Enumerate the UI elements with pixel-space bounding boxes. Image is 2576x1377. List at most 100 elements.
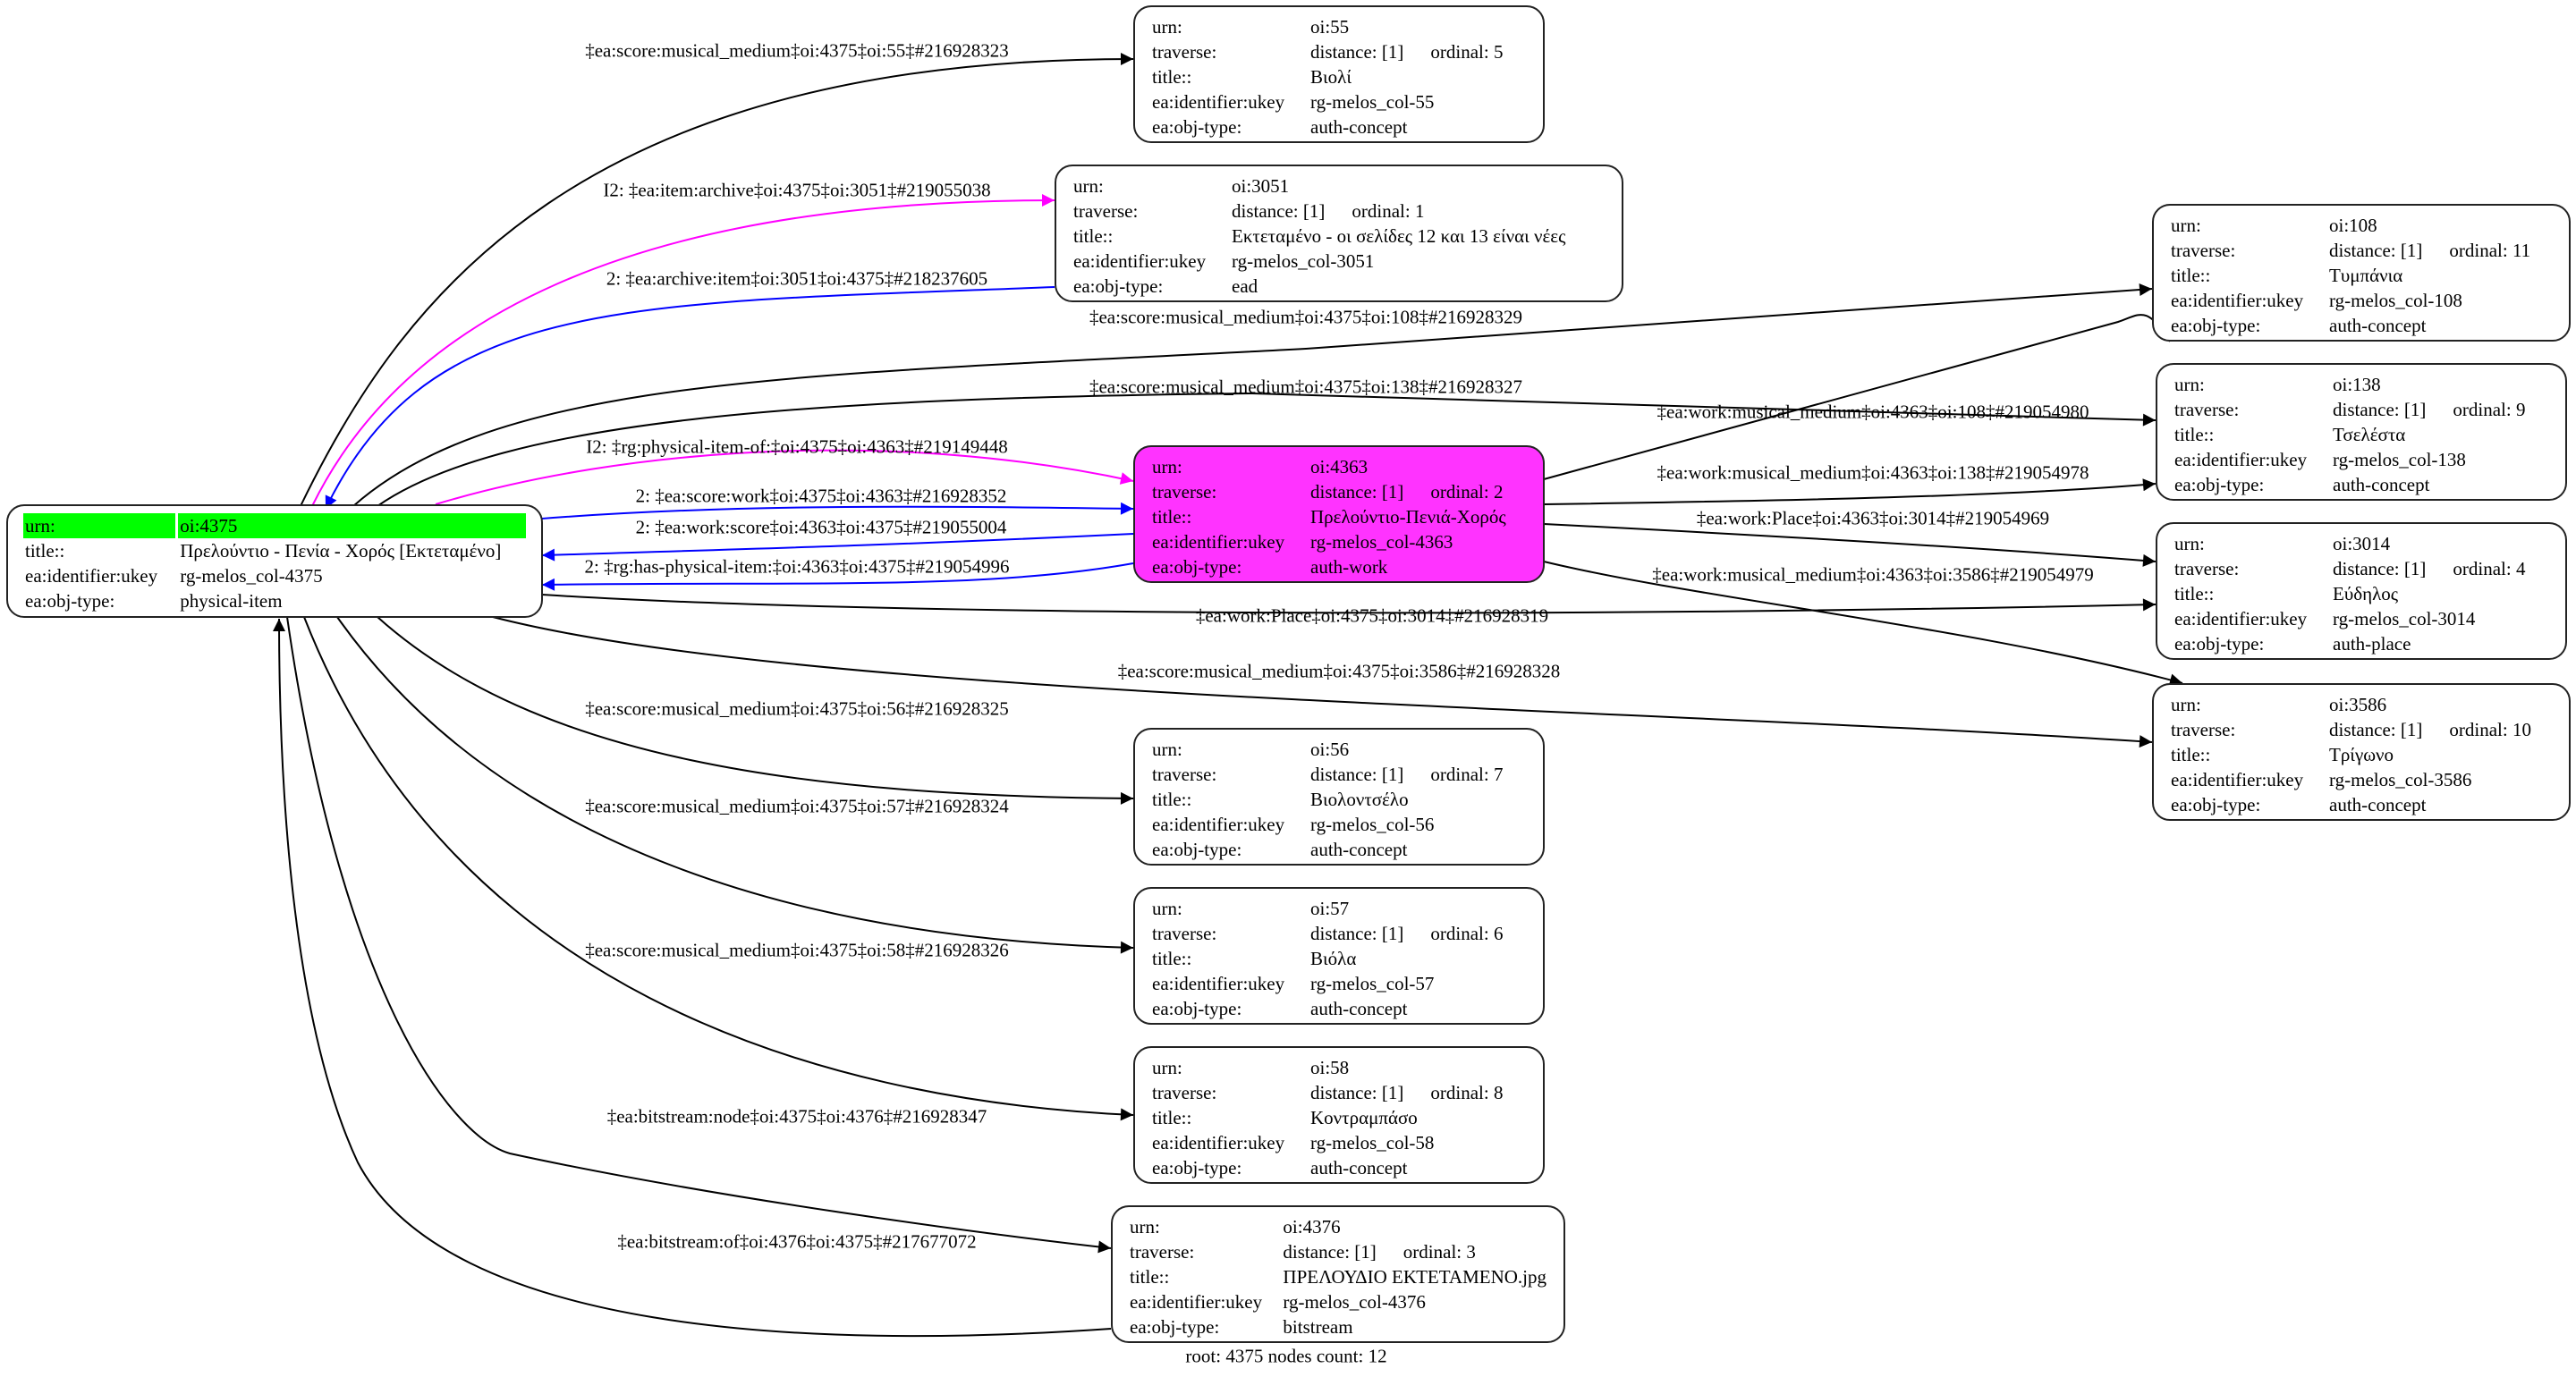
row-label: ea:obj-type: — [1152, 998, 1242, 1019]
ordinal-value: ordinal: 10 — [2449, 719, 2531, 740]
row-label: title:: — [1152, 66, 1192, 88]
edge-path — [435, 449, 1134, 505]
distance-value: distance: [1] — [1310, 1082, 1404, 1103]
row-value: rg-melos_col-3014 — [2333, 608, 2476, 629]
row-label: ea:obj-type: — [1152, 839, 1242, 860]
type-row: ea:obj-type:auth-concept — [2169, 313, 2532, 338]
row-value: oi:55 — [1310, 16, 1350, 38]
edge-label: ‡ea:work:Place‡oi:4375‡oi:3014‡#21692831… — [1195, 604, 1549, 627]
row-label: ea:obj-type: — [25, 590, 115, 612]
row-label: traverse: — [1152, 481, 1217, 503]
row-value: distance: [1] ordinal: 10 — [2327, 717, 2533, 742]
row-value: oi:3051 — [1232, 175, 1290, 197]
distance-value: distance: [1] — [2329, 719, 2423, 740]
row-value: Κοντραμπάσο — [1310, 1107, 1418, 1128]
traverse-row: traverse:distance: [1]ordinal: 6 — [1150, 921, 1504, 946]
row-label: title:: — [1152, 948, 1192, 969]
row-value: distance: [1] ordinal: 7 — [1309, 762, 1504, 787]
edge-path — [300, 53, 1134, 507]
edge-path — [303, 616, 1134, 1121]
edge-path — [377, 616, 1134, 805]
row-value: Πρελούντιο - Πενία - Χορός [Εκτεταμένο] — [180, 540, 502, 562]
urn-row: urn:oi:55 — [1150, 14, 1504, 39]
row-value: auth-concept — [2329, 794, 2427, 815]
row-value: rg-melos_col-108 — [2329, 290, 2462, 311]
row-label: title:: — [2171, 744, 2211, 765]
title-row: title::Κοντραμπάσο — [1150, 1105, 1504, 1130]
urn-row: urn:oi:138 — [2173, 372, 2527, 397]
distance-value: distance: [1] — [1283, 1241, 1377, 1263]
row-value: auth-concept — [1310, 116, 1408, 138]
row-value: rg-melos_col-55 — [1310, 91, 1435, 113]
type-row: ea:obj-type: auth-concept — [1150, 996, 1504, 1021]
traverse-row: traverse:distance: [1]ordinal: 4 — [2173, 556, 2527, 581]
title-row: title::Βιόλα — [1150, 946, 1504, 971]
urn-row: urn: oi:108 — [2169, 213, 2532, 238]
edge-label: 2: ‡ea:work:score‡oi:4363‡oi:4375‡#21905… — [635, 516, 1007, 538]
edge-label: ‡ea:bitstream:node‡oi:4375‡oi:4376‡#2169… — [606, 1105, 987, 1128]
edge-path — [311, 194, 1055, 507]
row-value: oi:4376 — [1283, 1216, 1341, 1238]
edge-path — [1543, 478, 2157, 505]
row-value: rg-melos_col-56 — [1310, 814, 1435, 835]
row-value: distance: [1]ordinal: 4 — [2331, 556, 2527, 581]
urn-row: urn:oi:4376 — [1128, 1214, 1548, 1239]
row-value: oi:108 — [2329, 215, 2377, 236]
urn-row: urn:oi:3586 — [2169, 692, 2533, 717]
row-value: oi:4375 — [178, 513, 526, 538]
row-value: Τσελέστα — [2333, 424, 2406, 445]
edge-path — [1543, 561, 2183, 687]
row-value: oi:58 — [1310, 1057, 1350, 1078]
edge-label: 2: ‡ea:score:work‡oi:4375‡oi:4363‡#21692… — [635, 485, 1007, 507]
distance-value: distance: [1] — [1310, 41, 1404, 63]
root-type-row: ea:obj-type:physical-item — [23, 588, 526, 613]
title-row: title::Βιολί — [1150, 64, 1504, 89]
traverse-row: traverse:distance: [1]ordinal: 9 — [2173, 397, 2527, 422]
row-value: rg-melos_col-4376 — [1283, 1291, 1426, 1313]
row-label: ea:obj-type: — [2174, 633, 2265, 655]
urn-row: urn:oi:57 — [1150, 896, 1504, 921]
edge-label: I2: ‡rg:physical-item-of:‡oi:4375‡oi:436… — [586, 435, 1008, 458]
root-node-oi-4375[interactable]: urn:oi:4375 title::Πρελούντιο - Πενία - … — [6, 504, 543, 618]
row-value: auth-concept — [1310, 998, 1408, 1019]
row-label: urn: — [2171, 215, 2201, 236]
row-label: urn: — [23, 513, 176, 538]
traverse-row: traverse:distance: [1]ordinal: 5 — [1150, 39, 1504, 64]
edge-path — [336, 616, 1134, 954]
ordinal-value: ordinal: 8 — [1430, 1082, 1504, 1103]
row-label: ea:obj-type: — [2171, 315, 2261, 336]
row-value: Βιολί — [1310, 66, 1352, 88]
ordinal-value: ordinal: 7 — [1430, 764, 1504, 785]
ordinal-value: ordinal: 11 — [2449, 240, 2531, 261]
row-label: ea:obj-type: — [1073, 275, 1164, 297]
distance-value: distance: [1] — [2333, 399, 2427, 420]
row-value: rg-melos_col-57 — [1310, 973, 1435, 994]
type-row: ea:obj-type:auth-concept — [1150, 837, 1504, 862]
row-label: ea:obj-type: — [1152, 556, 1242, 578]
distance-value: distance: [1] — [1310, 764, 1404, 785]
row-label: urn: — [1152, 898, 1182, 919]
type-row: ea:obj-type:auth-concept — [2173, 472, 2527, 497]
distance-value: distance: [1] — [1232, 200, 1326, 222]
